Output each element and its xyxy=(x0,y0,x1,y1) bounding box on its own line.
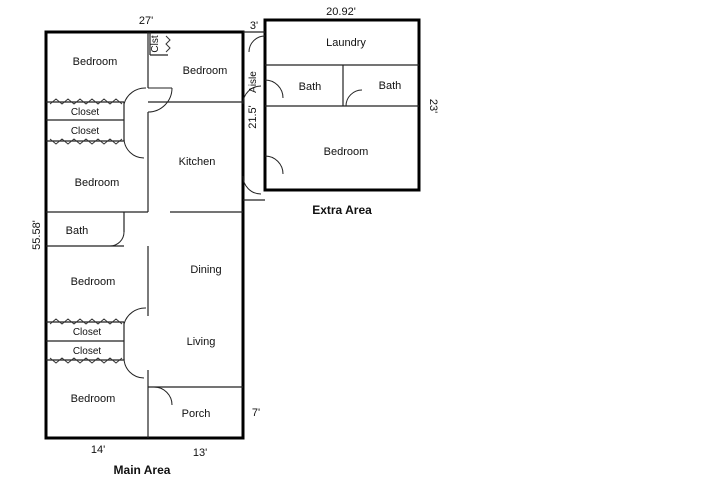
closet-hatching xyxy=(49,35,171,364)
room-bath: Bath xyxy=(66,225,89,237)
extra-dim-top: 20.92' xyxy=(326,6,356,18)
room-extra-bath-left: Bath xyxy=(299,81,322,93)
main-dim-top: 27' xyxy=(139,15,153,27)
room-extra-bedroom: Bedroom xyxy=(324,146,369,158)
extra-doors xyxy=(248,35,363,175)
room-bedroom-top-left: Bedroom xyxy=(73,56,118,68)
room-closet-1: Closet xyxy=(71,107,100,118)
room-closet-small: Clst xyxy=(150,35,161,52)
room-laundry: Laundry xyxy=(326,37,366,49)
room-closet-3: Closet xyxy=(73,327,102,338)
aisle-dim-length: 21.5' xyxy=(247,105,259,129)
aisle-corridor xyxy=(243,31,265,201)
main-area-outline xyxy=(44,30,245,440)
room-kitchen: Kitchen xyxy=(179,156,216,168)
main-doors xyxy=(109,85,262,406)
room-bedroom-mid: Bedroom xyxy=(75,177,120,189)
extra-dim-right: 23' xyxy=(427,99,439,113)
main-dim-porch: 7' xyxy=(252,407,260,419)
extra-area-outline xyxy=(263,18,421,192)
room-bedroom-lower: Bedroom xyxy=(71,276,116,288)
extra-interior-walls xyxy=(265,64,419,107)
aisle-dim-width: 3' xyxy=(250,20,258,32)
aisle-label: Aisle xyxy=(248,71,259,93)
main-dim-bottom-left: 14' xyxy=(91,444,105,456)
room-dining: Dining xyxy=(190,264,221,276)
room-living: Living xyxy=(187,336,216,348)
extra-area-title: Extra Area xyxy=(312,203,372,217)
room-closet-4: Closet xyxy=(73,346,102,357)
room-porch: Porch xyxy=(182,408,211,420)
main-dim-bottom-right: 13' xyxy=(193,447,207,459)
main-area-title: Main Area xyxy=(114,463,171,477)
main-dim-left: 55.58' xyxy=(31,220,43,250)
room-bedroom-top-right: Bedroom xyxy=(183,65,228,77)
room-bedroom-bottom: Bedroom xyxy=(71,393,116,405)
room-closet-2: Closet xyxy=(71,126,100,137)
room-extra-bath-right: Bath xyxy=(379,80,402,92)
